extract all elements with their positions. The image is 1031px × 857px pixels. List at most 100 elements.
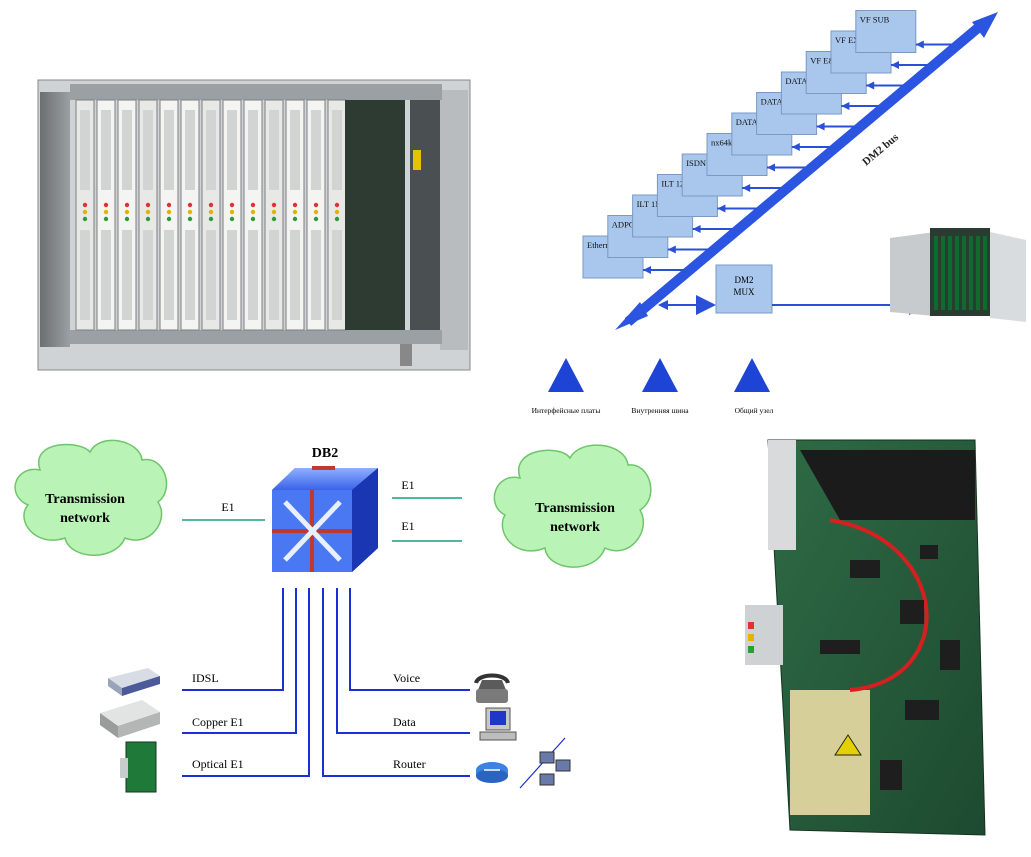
port-label-idsl: IDSL	[192, 671, 219, 685]
interface-card-label: VF EXC	[835, 35, 865, 45]
mux-label-2: MUX	[733, 287, 755, 297]
port-label-copper-e1: Copper E1	[192, 715, 244, 729]
rack-card	[117, 99, 137, 331]
router-link	[322, 588, 470, 777]
bus-arrow-right	[972, 12, 998, 38]
rack-card	[96, 99, 116, 331]
small-rack-card	[955, 236, 959, 310]
telephone-icon	[474, 673, 510, 703]
mux-box	[715, 264, 773, 314]
interface-card-link-arrow	[891, 61, 899, 69]
network-diagram: DB2 Transmission network Transmission ne…	[14, 439, 652, 793]
interface-card-label: Ethernet	[587, 240, 616, 250]
interface-card-11: VF SUB	[855, 10, 953, 53]
legend-triangle-3	[734, 358, 770, 392]
interface-card-link-arrow	[767, 163, 775, 172]
mux-label-1: DM2	[734, 275, 753, 285]
port-label-voice: Voice	[393, 671, 420, 685]
pcb-chip	[940, 640, 960, 670]
hub-label: DB2	[312, 446, 338, 461]
small-rack-photo	[890, 228, 1026, 322]
small-rack-card	[976, 236, 980, 310]
cloud-right: Transmission network	[493, 444, 652, 568]
e1-right-top-label: E1	[401, 478, 414, 492]
interface-card-label: ISDN	[686, 158, 706, 168]
rack-card	[180, 99, 200, 331]
cloud-right-line-2: network	[550, 520, 600, 535]
idsl-modem-icon	[108, 668, 160, 696]
data-link	[336, 588, 470, 734]
bus-label: DM2 bus	[860, 131, 901, 168]
dm2-bus-bar	[624, 18, 989, 326]
rack-photo	[37, 79, 471, 371]
rack-card	[285, 99, 305, 331]
interface-card-link-arrow	[915, 40, 924, 49]
rack-card	[243, 99, 263, 331]
port-links	[182, 588, 470, 777]
interface-card-link-arrow	[717, 204, 726, 213]
pcb-photo	[745, 439, 986, 836]
interface-card-label: VF SUB	[860, 15, 890, 25]
lan-workstations-icon	[519, 737, 571, 789]
legend-triangle-1	[548, 358, 584, 392]
interface-card-label: VF E&M	[810, 56, 843, 66]
cloud-left: Transmission network	[14, 439, 168, 556]
mux-bus-link-arrow	[658, 300, 668, 310]
interface-card-link-arrow	[791, 143, 800, 151]
interface-card-label: ADPCM	[612, 220, 643, 230]
rack-card	[75, 99, 95, 331]
small-rack-card	[969, 236, 973, 310]
rack-card	[327, 99, 347, 331]
port-label-optical-e1: Optical E1	[192, 757, 244, 771]
idsl-link	[182, 588, 284, 691]
interface-card-link-arrow	[742, 184, 751, 192]
rack-card	[159, 99, 179, 331]
pcb-chip	[820, 640, 860, 654]
small-rack-card	[962, 236, 966, 310]
port-label-data: Data	[393, 715, 416, 729]
cloud-left-line-2: network	[60, 511, 110, 526]
copper-e1-link	[182, 588, 297, 734]
legend-label-3: Общий узел	[735, 406, 774, 415]
legend-label-1: Интерфейсные платы	[532, 406, 601, 415]
voice-link	[349, 588, 470, 691]
interface-card-label: ILT 1M	[637, 199, 664, 209]
interface-card-link-arrow	[841, 102, 850, 110]
copper-e1-unit-icon	[100, 700, 160, 738]
small-rack-card	[983, 236, 987, 310]
pcb-chip	[880, 760, 902, 790]
interface-card-link-arrow	[816, 122, 825, 131]
interface-card-label: ILT 128	[661, 179, 688, 189]
rack-card	[138, 99, 158, 331]
pcb-chip	[900, 600, 924, 624]
interface-card-link-arrow	[692, 225, 701, 233]
router-icon	[476, 762, 508, 783]
port-label-router: Router	[393, 757, 426, 771]
optical-e1-link	[182, 588, 310, 777]
cloud-left-line-1: Transmission	[45, 492, 125, 507]
legend: Интерфейсные платы Внутренняя шина Общий…	[532, 358, 774, 415]
e1-right-bottom-label: E1	[401, 519, 414, 533]
interface-card-link-arrow	[643, 266, 651, 274]
legend-label-2: Внутренняя шина	[631, 406, 689, 415]
pcb-chip	[905, 700, 939, 720]
computer-icon	[479, 707, 517, 741]
e1-left-label: E1	[221, 500, 234, 514]
legend-triangle-2	[642, 358, 678, 392]
rack-card	[306, 99, 326, 331]
small-rack-card	[934, 236, 938, 310]
optical-e1-card-icon	[120, 741, 157, 793]
rack-card	[222, 99, 242, 331]
small-rack-card	[941, 236, 945, 310]
rack-card	[264, 99, 284, 331]
pcb-chip	[850, 560, 880, 578]
db2-cross-connect-icon	[272, 466, 378, 572]
interface-card-link-arrow	[667, 245, 676, 254]
small-rack-card	[948, 236, 952, 310]
cloud-right-line-1: Transmission	[535, 501, 615, 516]
pcb-chip	[920, 545, 938, 559]
interface-card-link-arrow	[866, 81, 875, 90]
